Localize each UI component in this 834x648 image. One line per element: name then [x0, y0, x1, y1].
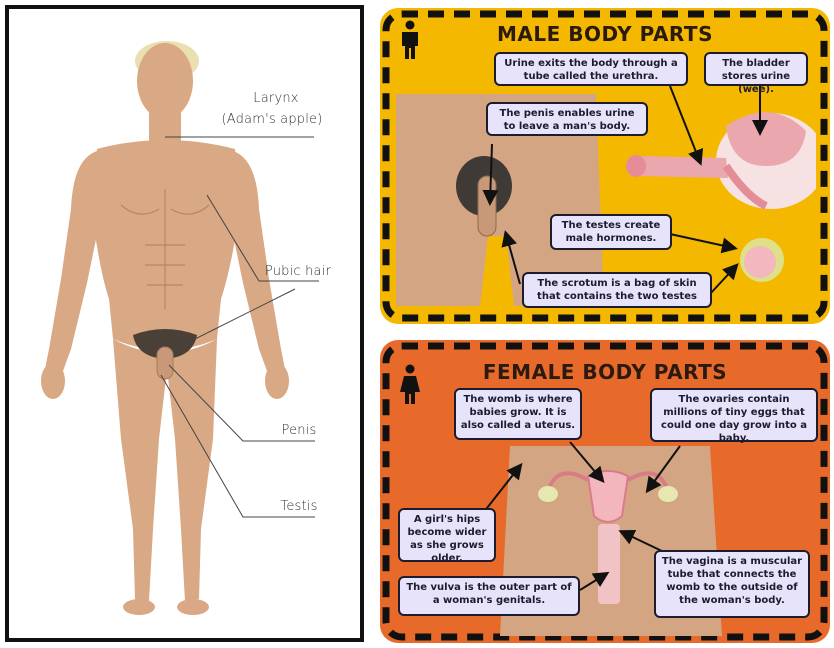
adams-apple-label: (Adam's apple): [209, 112, 335, 127]
penis-caption: The penis enables urine to leave a man's…: [486, 102, 648, 136]
penis-label: Penis: [259, 423, 339, 438]
pubic-hair-label: Pubic hair: [253, 264, 343, 279]
hips-caption: A girl's hips become wider as she grows …: [398, 508, 496, 562]
male-body-parts-panel: MALE BODY PARTS Urine exits the body thr…: [380, 8, 830, 324]
vulva-caption: The vulva is the outer part of a woman's…: [398, 576, 580, 616]
ovaries-caption: The ovaries contain millions of tiny egg…: [650, 388, 818, 442]
female-body-parts-panel: FEMALE BODY PARTS The womb is where babi…: [380, 340, 830, 643]
larynx-label: Larynx: [221, 91, 331, 106]
body-diagram-panel: Larynx (Adam's apple) Pubic hair Penis T…: [5, 5, 364, 642]
bladder-caption: The bladder stores urine (wee).: [704, 52, 808, 86]
testes-caption: The testes create male hormones.: [550, 214, 672, 250]
testis-label: Testis: [259, 499, 339, 514]
womb-caption: The womb is where babies grow. It is als…: [454, 388, 582, 440]
urethra-caption: Urine exits the body through a tube call…: [494, 52, 688, 86]
scrotum-caption: The scrotum is a bag of skin that contai…: [522, 272, 712, 308]
vagina-caption: The vagina is a muscular tube that conne…: [654, 550, 810, 618]
